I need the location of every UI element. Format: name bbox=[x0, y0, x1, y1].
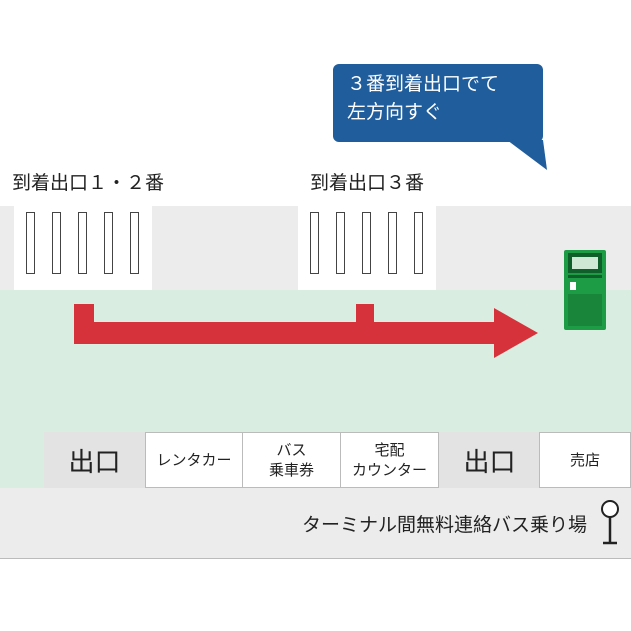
exit-left: 出口 bbox=[44, 432, 145, 488]
divider bbox=[0, 558, 631, 559]
arrival-hall-floor-left bbox=[0, 432, 44, 488]
kiosk[interactable]: 売店 bbox=[539, 432, 631, 488]
route-arrow bbox=[74, 304, 538, 358]
gate-bar bbox=[388, 212, 397, 274]
bus-ticket-line-2: 乗車券 bbox=[268, 461, 314, 479]
gate-bar bbox=[78, 212, 87, 274]
rental-car-label: レンタカー bbox=[156, 451, 232, 469]
callout-line-2: 左方向すぐ bbox=[347, 101, 443, 123]
gate-bar bbox=[26, 212, 35, 274]
ticket-machine-icon bbox=[564, 250, 606, 330]
delivery-line-1: 宅配 bbox=[374, 441, 405, 459]
gate-3 bbox=[298, 206, 436, 290]
delivery-line-2: カウンター bbox=[351, 461, 427, 479]
bus-stop-band bbox=[0, 488, 631, 558]
arrival-hall-floor bbox=[0, 290, 631, 432]
gate-bar bbox=[130, 212, 139, 274]
bus-stop-label: ターミナル間無料連絡バス乗り場 bbox=[301, 514, 587, 536]
direction-callout: ３番到着出口でて 左方向すぐ bbox=[333, 64, 543, 142]
gate-bar bbox=[414, 212, 423, 274]
bus-stop-sign-icon bbox=[601, 500, 619, 545]
bus-ticket-line-1: バス bbox=[276, 441, 307, 459]
callout-tail bbox=[507, 140, 547, 170]
bus-ticket-counter[interactable]: バス 乗車券 bbox=[242, 432, 341, 488]
callout-line-1: ３番到着出口でて bbox=[347, 73, 500, 95]
rental-car-counter[interactable]: レンタカー bbox=[145, 432, 243, 488]
gate-bar bbox=[362, 212, 371, 274]
gate-3-label: 到着出口３番 bbox=[310, 172, 425, 194]
kiosk-label: 売店 bbox=[569, 451, 600, 469]
gate-bar bbox=[310, 212, 319, 274]
delivery-counter[interactable]: 宅配 カウンター bbox=[340, 432, 439, 488]
gate-bar bbox=[104, 212, 113, 274]
exit-right: 出口 bbox=[439, 432, 540, 488]
gate-bar bbox=[52, 212, 61, 274]
gate-1-2-label: 到着出口１・２番 bbox=[12, 172, 165, 194]
gate-bar bbox=[336, 212, 345, 274]
gate-1-2 bbox=[14, 206, 152, 290]
